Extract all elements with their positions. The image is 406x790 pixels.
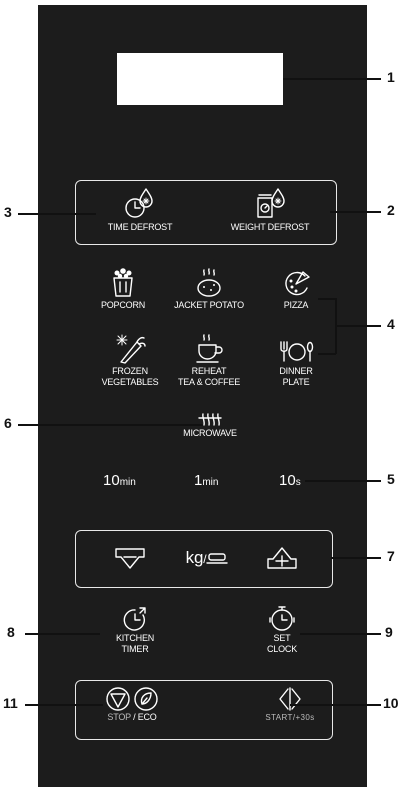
time-defrost-button[interactable]: TIME DEFROST (95, 186, 185, 233)
time-key-value: 10 (279, 472, 296, 489)
callout-4: 4 (387, 316, 395, 332)
slash-label: / (203, 552, 207, 566)
ten-minute-button[interactable]: 10min (103, 472, 136, 489)
time-defrost-label: TIME DEFROST (107, 222, 173, 232)
reheat-label-2: TEA & COFFEE (177, 377, 241, 387)
leader-line-4d (335, 325, 381, 327)
display-window (117, 53, 283, 105)
leader-line-1 (283, 78, 381, 80)
leader-line-4b (318, 353, 336, 355)
callout-2: 2 (387, 202, 395, 218)
time-key-unit: min (119, 477, 136, 488)
stop-eco-label: STOP / ECO (107, 712, 157, 722)
microwave-power-icon (198, 413, 222, 426)
pizza-label: PIZZA (283, 300, 309, 310)
callout-8: 8 (7, 624, 15, 640)
control-panel (38, 5, 367, 787)
leader-line-2 (330, 211, 381, 213)
stop-label: STOP (107, 712, 131, 722)
frozen-vegetables-button[interactable]: FROZEN VEGETABLES (92, 332, 168, 388)
jacket-potato-button[interactable]: JACKET POTATO (166, 266, 252, 311)
start-button[interactable]: START/+30s (258, 686, 322, 723)
arrow-up-plus-icon (267, 547, 297, 569)
increase-button[interactable] (262, 545, 302, 571)
potato-icon (197, 268, 221, 297)
eco-label: ECO (137, 712, 157, 722)
reheat-label-1: REHEAT (191, 366, 227, 376)
stop-eco-button[interactable]: STOP / ECO (92, 686, 172, 723)
cup-icon (196, 334, 223, 363)
callout-6: 6 (4, 415, 12, 431)
time-key-unit: min (202, 477, 219, 488)
set-clock-label-1: SET (273, 633, 291, 643)
callout-7: 7 (387, 548, 395, 564)
leader-line-9 (300, 633, 381, 635)
defrost-group-box (75, 180, 337, 245)
leader-line-10 (290, 704, 381, 706)
time-key-unit: s (295, 477, 301, 488)
popcorn-label: POPCORN (100, 300, 146, 310)
kg-label: kg (185, 548, 204, 567)
leader-line-8 (25, 633, 100, 635)
weight-defrost-button[interactable]: WEIGHT DEFROST (220, 186, 320, 233)
dinner-plate-icon (280, 341, 314, 362)
set-clock-button[interactable]: SET CLOCK (252, 605, 312, 655)
pizza-button[interactable]: PIZZA (266, 266, 326, 311)
leader-line-3 (18, 213, 96, 215)
clock-snowflake-icon (125, 188, 153, 218)
stop-start-group-box (75, 680, 333, 740)
scale-snowflake-icon (257, 188, 285, 218)
eco-leaf-icon (134, 687, 158, 711)
leader-line-4a (318, 298, 336, 300)
dinner-plate-label-2: PLATE (282, 377, 310, 387)
callout-11: 11 (3, 695, 18, 711)
microwave-button[interactable]: MICROWAVE (170, 412, 250, 439)
set-clock-icon (269, 606, 295, 631)
leader-line-5 (305, 480, 381, 482)
kitchen-timer-label-2: TIMER (121, 644, 149, 654)
pizza-icon (285, 271, 310, 296)
weight-defrost-label: WEIGHT DEFROST (230, 222, 310, 232)
callout-5: 5 (387, 471, 395, 487)
start-diamond-icon (279, 687, 301, 711)
callout-9: 9 (385, 624, 393, 640)
jacket-potato-label: JACKET POTATO (174, 300, 244, 310)
callout-10: 10 (383, 695, 399, 711)
time-key-value: 10 (103, 472, 120, 489)
dinner-plate-button[interactable]: DINNER PLATE (266, 332, 326, 388)
plate-portion-icon (206, 552, 229, 564)
frozen-vegetables-icon (116, 334, 146, 364)
start-label: START/+30s (265, 713, 315, 722)
leader-line-11 (25, 704, 103, 706)
leader-line-6 (18, 424, 203, 426)
arrow-down-minus-icon (115, 548, 145, 569)
frozen-vegetables-label-2: VEGETABLES (101, 377, 159, 387)
stop-icon (106, 687, 130, 711)
kitchen-timer-label-1: KITCHEN (115, 633, 155, 643)
set-clock-label-2: CLOCK (266, 644, 297, 654)
popcorn-icon (113, 268, 133, 297)
kitchen-timer-icon (123, 607, 146, 631)
one-minute-button[interactable]: 1min (194, 472, 218, 489)
reheat-tea-coffee-button[interactable]: REHEAT TEA & COFFEE (168, 332, 250, 388)
dinner-plate-label-1: DINNER (279, 366, 313, 376)
frozen-vegetables-label-1: FROZEN (112, 366, 148, 376)
time-key-value: 1 (194, 472, 203, 489)
adjust-group-box (75, 530, 333, 588)
popcorn-button[interactable]: POPCORN (90, 266, 156, 311)
kitchen-timer-button[interactable]: KITCHEN TIMER (100, 605, 170, 655)
leader-line-7 (331, 557, 381, 559)
weight-portion-button[interactable]: kg/ (175, 548, 239, 569)
microwave-label: MICROWAVE (183, 428, 237, 438)
ten-second-button[interactable]: 10s (279, 472, 301, 489)
callout-3: 3 (4, 204, 12, 220)
callout-1: 1 (387, 69, 395, 85)
decrease-button[interactable] (110, 545, 150, 571)
